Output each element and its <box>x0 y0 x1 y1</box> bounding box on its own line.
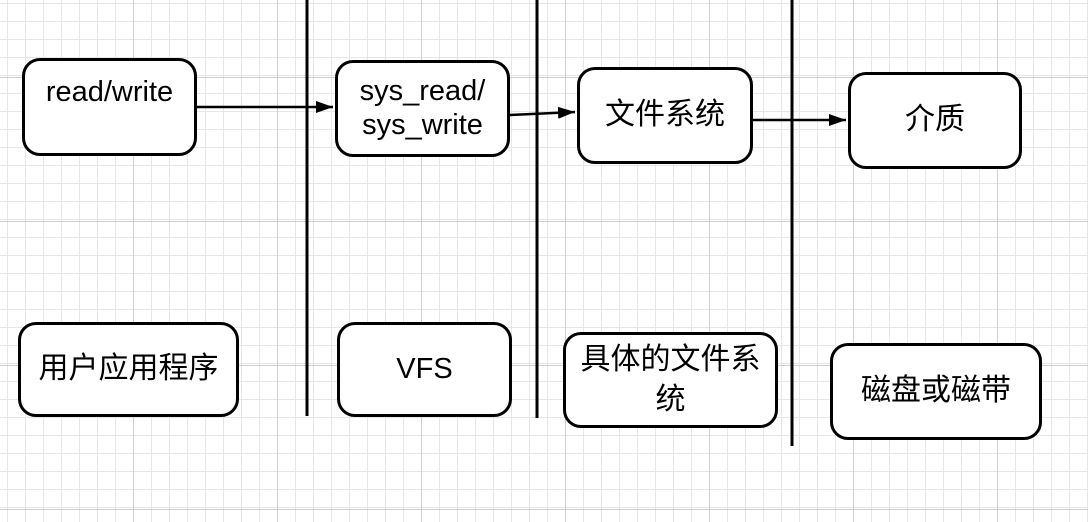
node-disk-or-tape[interactable]: 磁盘或磁带 <box>830 343 1042 440</box>
node-concrete-file-system[interactable]: 具体的文件系 统 <box>563 332 778 428</box>
node-vfs[interactable]: VFS <box>337 322 512 417</box>
node-label: VFS <box>396 352 453 385</box>
node-read-write[interactable]: read/write <box>22 58 197 156</box>
node-label: 介质 <box>905 103 965 137</box>
node-medium[interactable]: 介质 <box>848 72 1022 169</box>
node-sys-read-write[interactable]: sys_read/ sys_write <box>335 60 510 157</box>
node-label: 用户应用程序 <box>38 352 219 386</box>
node-label: 具体的文件系 统 <box>580 342 761 417</box>
node-label: read/write <box>45 76 174 108</box>
node-label: 文件系统 <box>605 98 725 132</box>
arrow-sys-to-filesystem <box>509 106 576 119</box>
node-user-application[interactable]: 用户应用程序 <box>18 322 239 417</box>
node-label: 磁盘或磁带 <box>861 374 1011 408</box>
node-label: sys_read/ sys_write <box>359 75 486 141</box>
node-file-system[interactable]: 文件系统 <box>577 67 753 164</box>
